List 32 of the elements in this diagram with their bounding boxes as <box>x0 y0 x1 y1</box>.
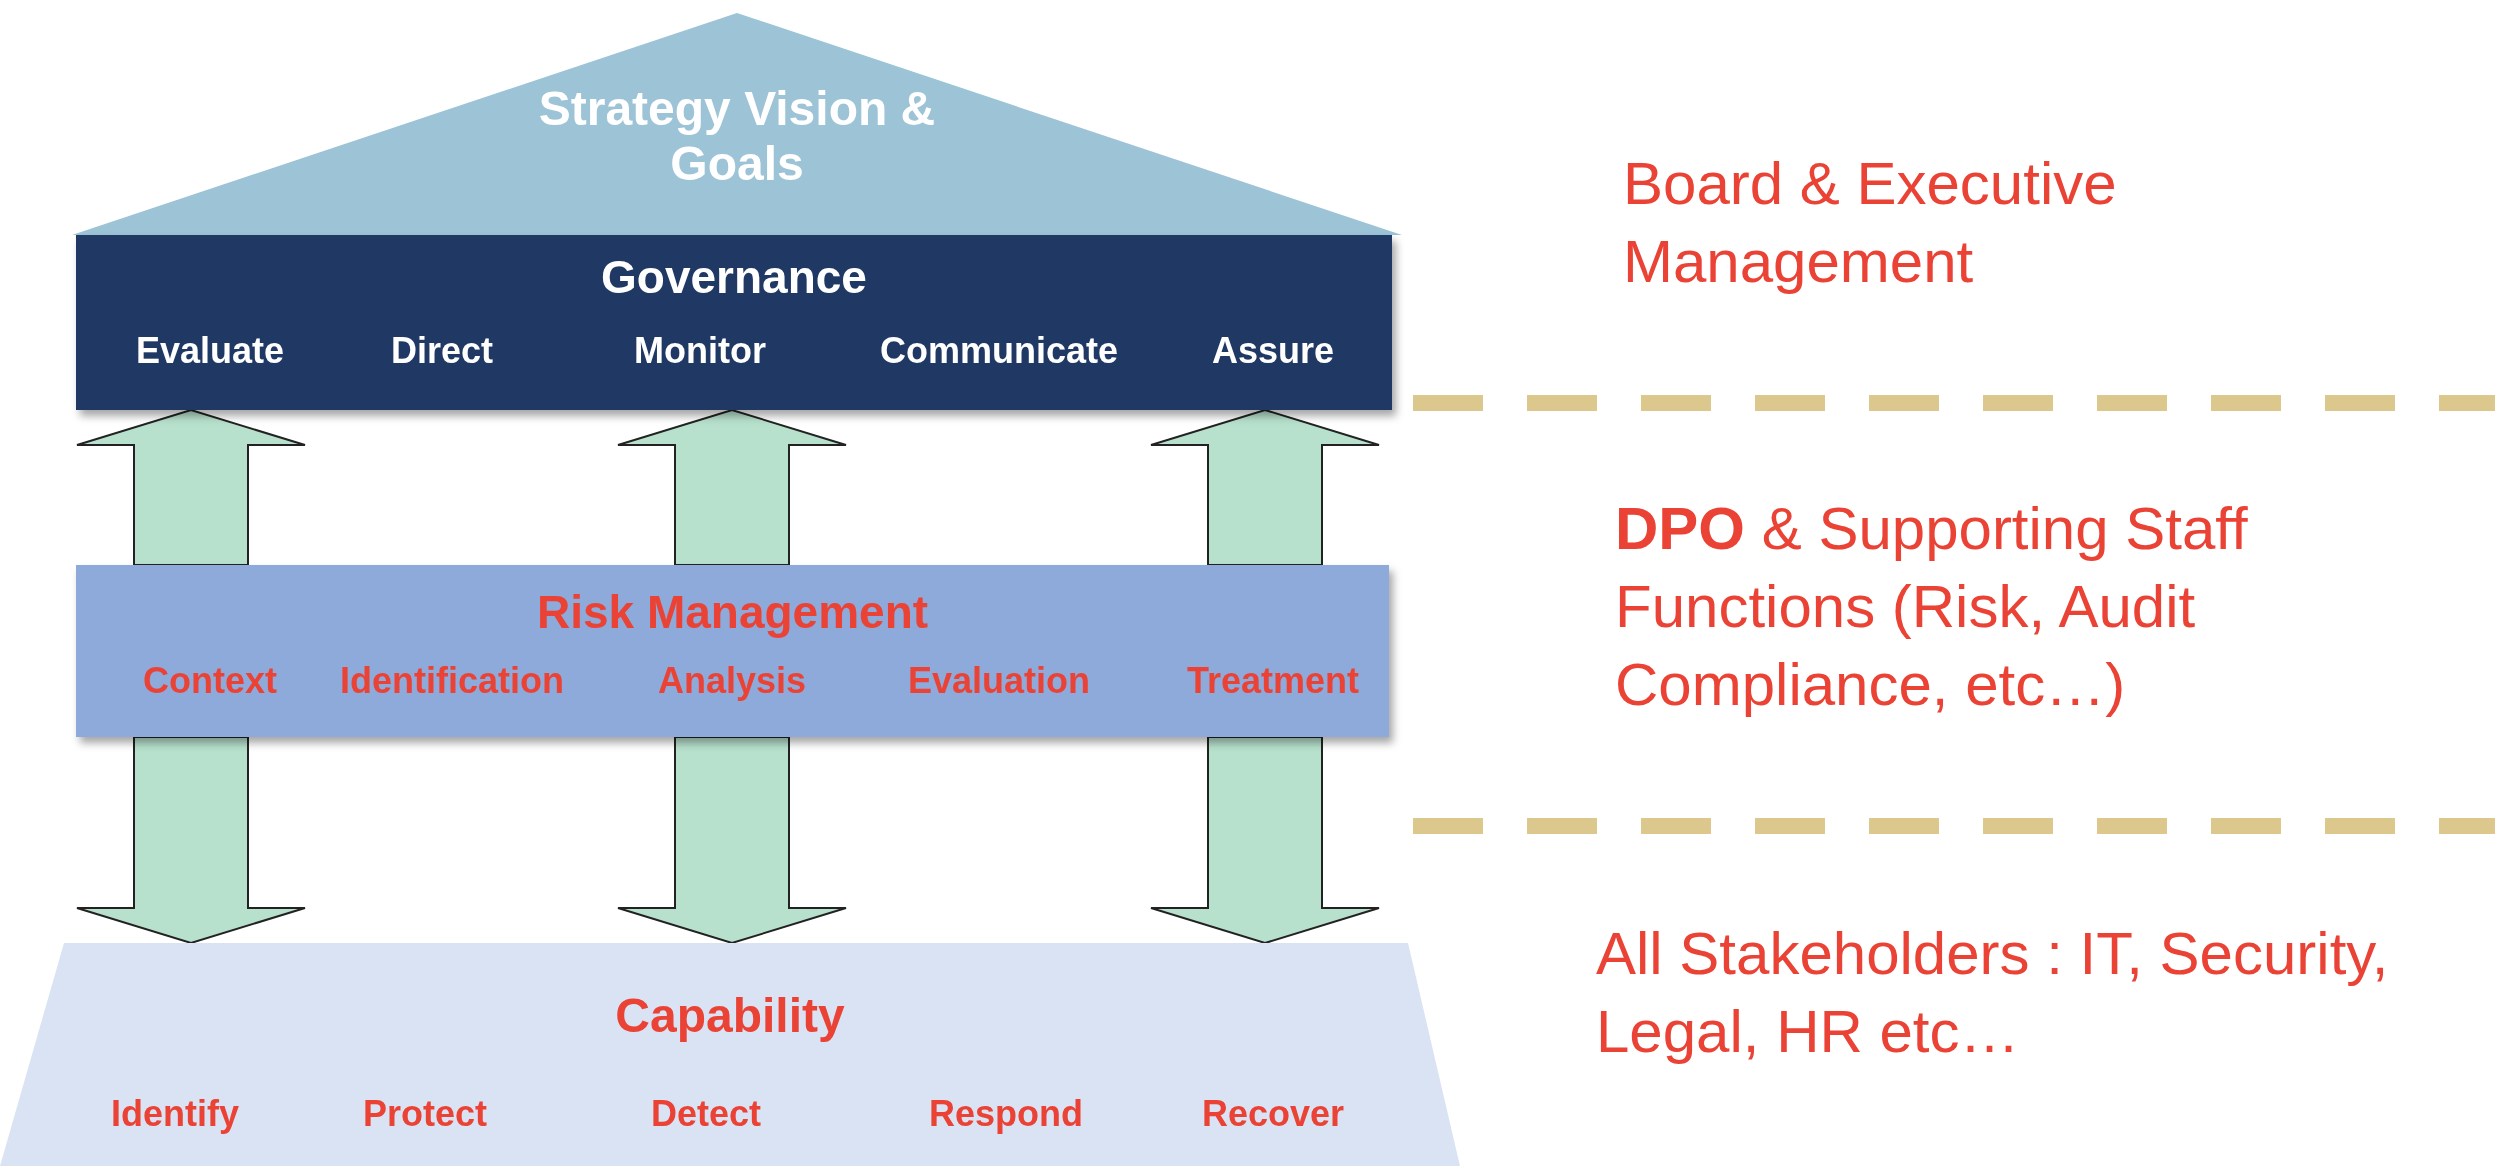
item-label: Identification <box>340 660 564 702</box>
block-arrow <box>617 736 847 945</box>
block-arrow <box>76 408 306 566</box>
item-label: Analysis <box>657 660 807 702</box>
item-label: Recover <box>1201 1093 1345 1135</box>
item-label: Evaluation <box>908 660 1090 702</box>
item-label: Evaluate <box>135 330 285 372</box>
roof-shape <box>72 13 1402 235</box>
item-label: Communicate <box>880 330 1118 372</box>
item-label: Protect <box>363 1093 487 1135</box>
governance-box <box>76 235 1392 410</box>
item-label: Assure <box>1211 330 1335 372</box>
block-arrow <box>76 736 306 945</box>
item-label: Identify <box>111 1093 239 1135</box>
level-note: Board & Executive Management <box>1623 149 2118 297</box>
level-note: All Stakeholders : IT, Security, Legal, HR etc… <box>1596 919 2390 1067</box>
heading: Governance <box>601 250 867 304</box>
item-label: Monitor <box>634 330 766 372</box>
item-label: Respond <box>929 1093 1083 1135</box>
capability-base <box>0 943 1460 1166</box>
heading: Risk Management <box>536 585 929 639</box>
item-label: Detect <box>651 1093 761 1135</box>
block-arrow <box>1150 736 1380 945</box>
block-arrow <box>617 408 847 566</box>
level-note: DPO & Supporting Staff Functions (Risk, Audit Compliance, etc…) <box>1615 494 2249 720</box>
risk-management-box <box>76 565 1389 737</box>
item-label: Context <box>143 660 277 702</box>
item-label: Treatment <box>1186 660 1360 702</box>
heading: Capability <box>615 988 845 1043</box>
item-label: Direct <box>391 330 493 372</box>
heading: Strategy Vision & Goals <box>537 81 937 192</box>
block-arrow <box>1150 408 1380 566</box>
